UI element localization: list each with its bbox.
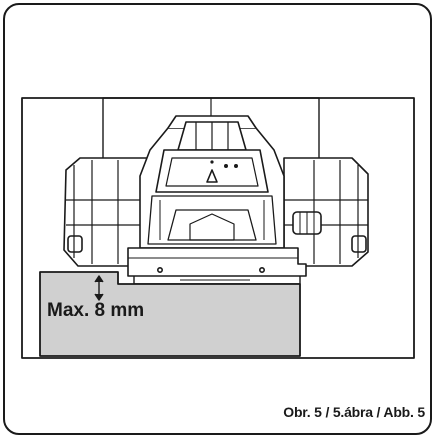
base-plate — [127, 247, 307, 285]
workpiece-block — [39, 271, 301, 357]
max-depth-label: Max. 8 mm — [47, 300, 145, 321]
figure-caption: Obr. 5 / 5.ábra / Abb. 5 — [283, 404, 425, 420]
depth-arrow — [94, 275, 104, 301]
figure-frame — [3, 3, 432, 435]
planer-body — [139, 115, 285, 249]
left-side-housing — [63, 157, 151, 267]
